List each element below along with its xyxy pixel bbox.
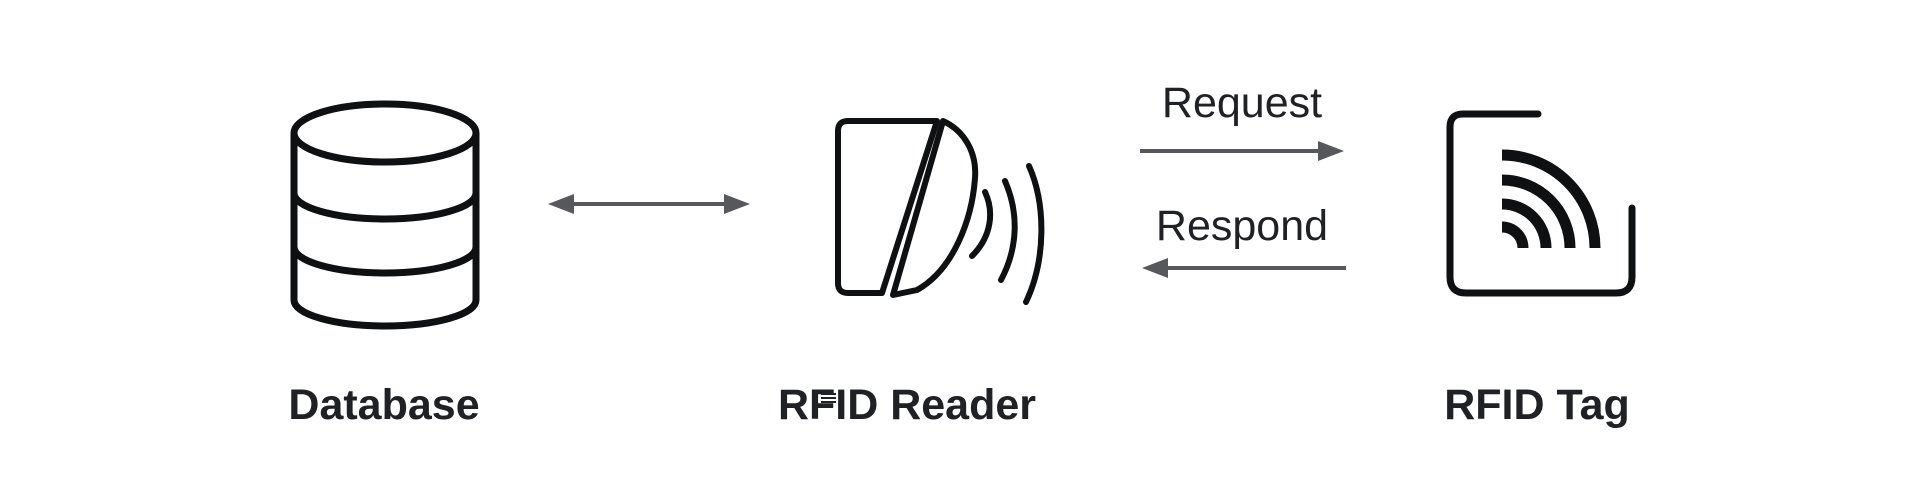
request-arrow — [1140, 141, 1344, 161]
database-label: Database — [288, 381, 480, 429]
rfid-tag-icon — [1446, 110, 1636, 297]
rfid-reader-icon — [835, 118, 1045, 305]
bidirectional-arrow — [548, 194, 750, 214]
text-cursor-artifact — [821, 393, 836, 403]
rfid-tag-label: RFID Tag — [1444, 381, 1630, 429]
request-label: Request — [1161, 79, 1323, 127]
respond-label: Respond — [1155, 202, 1329, 250]
rfid-reader-label: RFID Reader — [777, 381, 1037, 429]
respond-arrow — [1142, 258, 1346, 278]
database-icon — [290, 100, 480, 330]
